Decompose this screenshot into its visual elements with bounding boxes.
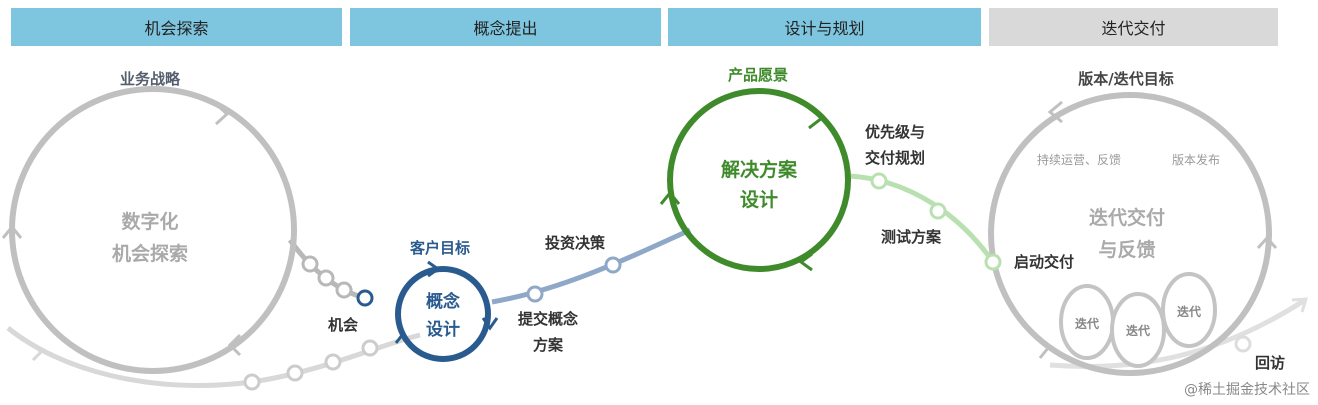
- concept-arrow-right-icon: [481, 317, 499, 331]
- start-delivery-label: 启动交付: [1014, 253, 1074, 271]
- test-milestone-label: 测试方案: [881, 228, 942, 246]
- opportunity-arrow-bottom-icon: [227, 333, 242, 357]
- delivery-arrow-right-icon: [1256, 235, 1278, 250]
- solution-center-line2: 设计: [740, 189, 778, 211]
- opportunity-loop-title: 业务战略: [120, 70, 181, 88]
- submit-milestone-label-line1: 提交概念: [518, 310, 578, 328]
- connector-solution-to-delivery: [849, 173, 996, 264]
- watermark: @稀土掘金技术社区: [1184, 382, 1310, 398]
- revisit-arrow-icon: [1291, 297, 1309, 313]
- delivery-left-note: 持续运营、反馈: [1037, 152, 1121, 167]
- delivery-right-note: 版本发布: [1172, 152, 1220, 167]
- delivery-center-line2: 与反馈: [1098, 238, 1155, 261]
- milestone-dot: [361, 339, 379, 357]
- milestone-dot: [286, 364, 304, 382]
- iteration-loop: [1161, 272, 1217, 348]
- phase-opportunity-exploration: 机会探索: [11, 8, 342, 46]
- concept-center-line2: 设计: [426, 319, 460, 340]
- phase-iterative-delivery: 迭代交付: [989, 8, 1278, 46]
- iteration-loop: [1110, 292, 1166, 368]
- concept-center-line1: 概念: [426, 291, 460, 312]
- phase-label: 迭代交付: [1101, 19, 1166, 38]
- connector-concept-to-solution: [491, 227, 692, 305]
- investment-milestone-dot: [604, 256, 622, 274]
- connector-opportunity-to-concept: [287, 238, 366, 301]
- solution-center-line1: 解决方案: [721, 158, 798, 181]
- concept-loop: [395, 266, 491, 362]
- revisit-milestone-label: 回访: [1255, 354, 1285, 372]
- concept-arrow-top-icon: [427, 260, 441, 278]
- bottom-flow-arrow-icon: [28, 340, 44, 362]
- submit-milestone-dot: [526, 285, 544, 303]
- delivery-center-line1: 迭代交付: [1089, 206, 1165, 229]
- submit-milestone-label-line2: 方案: [533, 336, 564, 354]
- priority-milestone-label-line1: 优先级与: [865, 123, 925, 141]
- solution-arrow-top-icon: [808, 106, 825, 130]
- solution-arrow-left-icon: [659, 190, 681, 205]
- phase-label: 机会探索: [144, 19, 209, 38]
- solution-arrow-bottom-icon: [798, 252, 813, 272]
- opportunity-center-line2: 机会探索: [112, 242, 188, 265]
- test-milestone-dot: [929, 202, 947, 220]
- delivery-loop: [988, 92, 1272, 376]
- concept-loop-title: 客户目标: [409, 239, 470, 257]
- start-delivery-dot: [984, 253, 1002, 271]
- milestone-dot: [301, 255, 319, 273]
- investment-milestone-label: 投资决策: [545, 234, 606, 252]
- phase-label: 设计与规划: [784, 19, 865, 38]
- iteration-label: 迭代: [1075, 316, 1099, 331]
- opportunity-arrow-left-icon: [1, 224, 23, 239]
- delivery-arrow-bottom-icon: [1038, 337, 1050, 359]
- opportunity-loop: [9, 86, 297, 374]
- delivery-arrow-top-icon: [1047, 100, 1063, 124]
- solution-loop: [667, 88, 851, 272]
- iteration-label: 迭代: [1126, 323, 1150, 338]
- solution-loop-title: 产品愿景: [728, 66, 788, 84]
- opportunity-center-line1: 数字化: [121, 210, 178, 233]
- revisit-milestone-dot: [1234, 335, 1252, 353]
- opportunity-arrow-top-icon: [214, 102, 230, 126]
- priority-milestone-dot: [870, 172, 888, 190]
- phase-label: 概念提出: [473, 19, 538, 38]
- phase-concept-proposal: 概念提出: [350, 8, 661, 46]
- delivery-loop-title: 版本/迭代目标: [1078, 70, 1173, 88]
- iteration-label: 迭代: [1177, 304, 1201, 319]
- milestone-dot: [335, 281, 353, 299]
- milestone-dot: [324, 353, 342, 371]
- opportunity-milestone-label: 机会: [328, 316, 358, 334]
- milestone-dot: [243, 373, 261, 391]
- milestone-dot: [317, 269, 335, 287]
- concept-arrow-bottom-icon: [394, 331, 412, 344]
- priority-milestone-label-line2: 交付规划: [865, 149, 925, 167]
- opportunity-milestone-dot: [356, 289, 374, 307]
- phase-design-planning: 设计与规划: [668, 8, 981, 46]
